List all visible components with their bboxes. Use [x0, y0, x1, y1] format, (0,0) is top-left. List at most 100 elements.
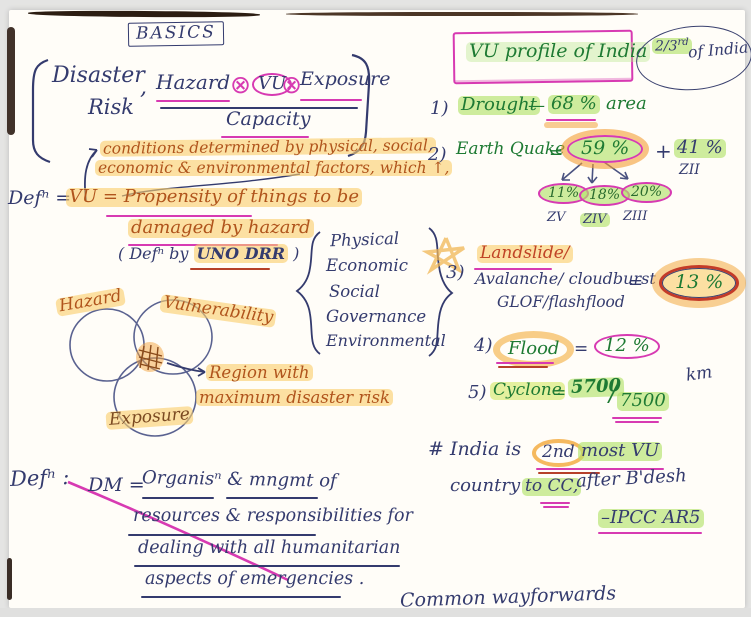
- earthquake-plus: +: [655, 139, 672, 163]
- formula-capacity: Capacity: [226, 108, 311, 130]
- underline: [498, 366, 548, 368]
- fraction-bar: [160, 107, 358, 109]
- cyclone-slash: /: [609, 379, 618, 407]
- landslide-value: 13 %: [662, 268, 737, 298]
- factor-physical: Physical: [329, 228, 400, 251]
- badge-fraction-sup: rd: [677, 37, 689, 48]
- dm-def-line2: resources & responsibilities for: [133, 506, 413, 526]
- underline: [221, 136, 309, 138]
- dm-def-line3: dealing with all humanitarian: [138, 538, 401, 558]
- cc-note-source: –IPCC AR5: [598, 508, 704, 528]
- underline: [226, 497, 318, 499]
- flood-eq: =: [574, 339, 589, 359]
- flood-label: Flood: [500, 338, 567, 361]
- drought-dash: —: [528, 96, 545, 116]
- factor-environmental: Environmental: [326, 331, 446, 350]
- zone-value: 11%: [538, 183, 590, 204]
- underline: [134, 565, 400, 567]
- vu-def-source: ( Defⁿ by UNO DRR ): [118, 244, 299, 263]
- underline: [106, 215, 252, 217]
- circled-times-icon: ⊗: [230, 70, 251, 99]
- drought-label: Drought: [458, 95, 540, 115]
- drought-suffix: area: [606, 93, 647, 114]
- earthquake-extra-zone: ZII: [679, 162, 700, 178]
- earthquake-eq: =: [549, 143, 564, 163]
- dm-def-dm: DM =: [88, 474, 145, 496]
- basics-heading-label: BASICS: [135, 22, 216, 44]
- underline: [141, 596, 341, 598]
- item-number: 4): [474, 335, 493, 356]
- cc-note-line1-rest: most VU: [578, 441, 663, 461]
- cyclone-unit: km: [684, 362, 714, 386]
- page-title: VU profile of India: [466, 41, 651, 62]
- badge-fraction-value: 2/3: [655, 38, 678, 55]
- landslide-line3: GLOF/flashflood: [497, 293, 625, 311]
- vu-def-source-open: ( Defⁿ by: [118, 244, 189, 263]
- zone-label: ZV: [547, 210, 566, 225]
- bottom-border: [0, 608, 751, 617]
- underline: [142, 497, 214, 499]
- cc-note-line1-prefix: # India is: [428, 438, 522, 460]
- factor-governance: Governance: [326, 307, 427, 326]
- dm-def-line1: Organisⁿ & mngmt of: [141, 467, 337, 492]
- underline: [598, 532, 702, 534]
- underline: [615, 421, 659, 423]
- cyclone-label: Cyclone: [490, 381, 565, 400]
- earthquake-extra: 41 %: [674, 138, 726, 158]
- item-number: 3): [446, 262, 465, 283]
- earthquake-label: Earth Quake: [456, 139, 566, 159]
- underline: [543, 506, 569, 508]
- item-number: 5): [468, 382, 487, 403]
- landslide-eq: =: [628, 272, 644, 293]
- landslide-line1: Landslide/: [477, 244, 573, 263]
- item-number: 2): [428, 144, 447, 165]
- flood-value: 12 %: [594, 334, 660, 359]
- underline: [300, 99, 362, 101]
- badge-fraction: 2/3rd: [652, 37, 692, 55]
- cyclone-denominator: 7500: [617, 391, 669, 411]
- formula-vu: VU: [252, 73, 293, 96]
- underline: [190, 268, 270, 270]
- conditions-line1: conditions determined by physical, socia…: [99, 136, 436, 158]
- earthquake-value: 59 %: [567, 135, 644, 163]
- highlight-smear: [544, 122, 598, 128]
- item-number: 1): [430, 98, 449, 119]
- vu-def-source-org: UNO DRR: [193, 244, 289, 263]
- conditions-line2: economic & environmental factors, which …: [95, 160, 453, 176]
- zone-label: ZIV: [580, 213, 610, 227]
- shadow-left-lower: [7, 558, 12, 600]
- landslide-line2: Avalanche/ cloudburst: [475, 269, 656, 288]
- vu-def-line2: damaged by hazard: [128, 218, 314, 238]
- underline: [540, 502, 570, 504]
- zone-value: 18%: [579, 185, 631, 206]
- underline: [156, 100, 230, 102]
- underline: [536, 468, 664, 470]
- cc-note-line2b: to CC,: [522, 477, 582, 496]
- factor-economic: Economic: [326, 256, 408, 275]
- vu-def-line1: VU = Propensity of things to be: [66, 187, 362, 207]
- underline: [128, 534, 316, 536]
- basics-heading: BASICS: [127, 21, 224, 47]
- underline: [496, 362, 554, 364]
- cyclone-eq: =: [552, 383, 567, 403]
- circled-times-icon: ⊗: [281, 70, 302, 99]
- underline: [538, 472, 600, 474]
- zone-label: ZIII: [623, 209, 648, 224]
- shadow-left-edge: [7, 27, 15, 135]
- formula-hazard: Hazard: [156, 70, 231, 94]
- underline: [474, 268, 552, 270]
- shadow-top-right: [286, 12, 638, 16]
- cc-note-rank: 2nd: [532, 439, 585, 467]
- vu-def-prefix: Defⁿ =: [8, 187, 72, 209]
- dm-def-prefix: Defⁿ :: [9, 464, 70, 492]
- drought-value: 68 %: [548, 94, 600, 114]
- formula-comma: ,: [140, 75, 147, 100]
- venn-note-line1: Region with: [206, 364, 313, 381]
- venn-note-line2: maximum disaster risk: [196, 389, 393, 406]
- underline: [546, 119, 596, 121]
- cc-note-line2a: country: [450, 475, 521, 496]
- formula-disaster: Disaster: [52, 63, 145, 88]
- underline: [612, 417, 662, 419]
- factor-social: Social: [329, 282, 380, 301]
